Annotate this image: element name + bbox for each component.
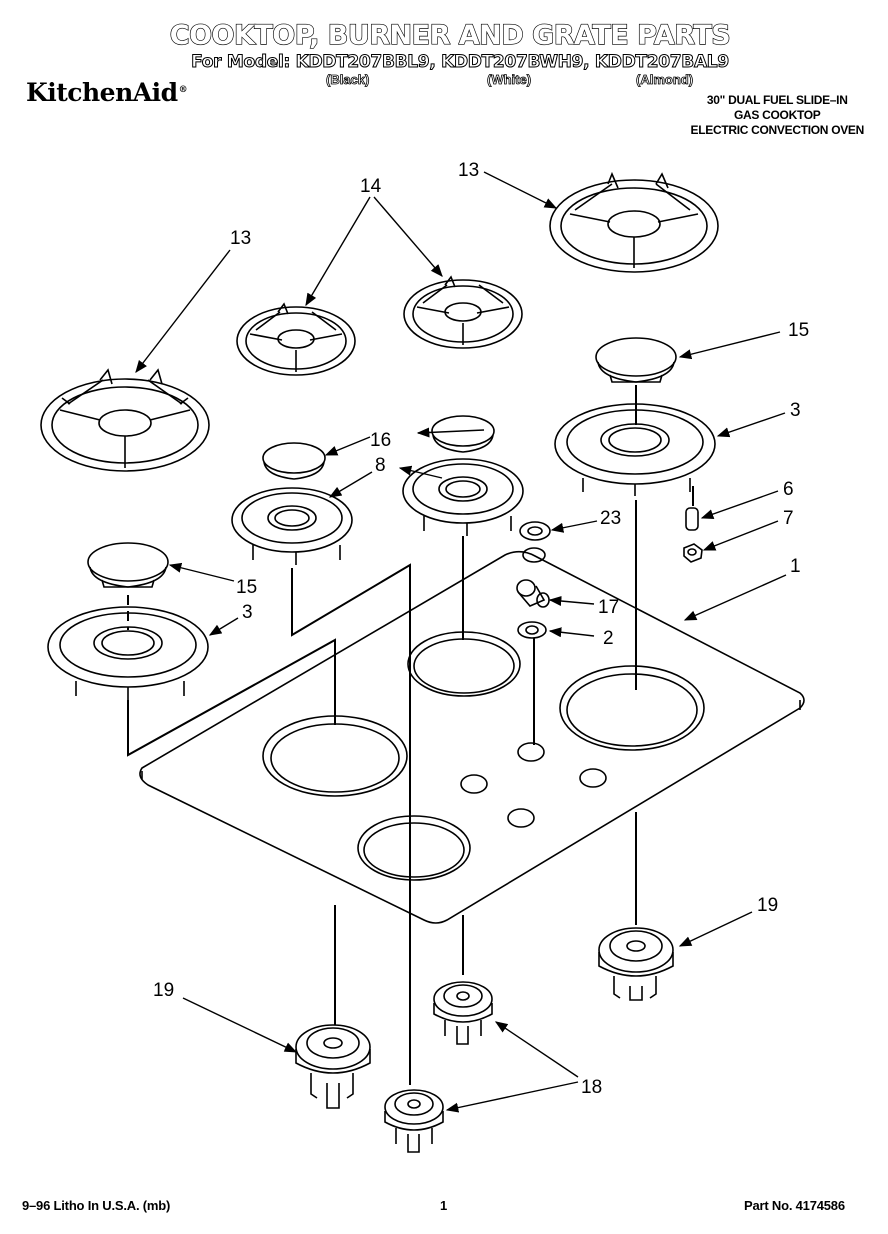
callout-numbers: 13 14 13 15 3 16 8 6 7 23 1 17 2 15 3 19…: [153, 160, 809, 1098]
description-line-1: 30" DUAL FUEL SLIDE–IN: [706, 93, 848, 107]
burner-cap-small-center: [431, 415, 495, 453]
brand-logo: KitchenAid®: [26, 78, 188, 107]
grommet-part-23: [519, 521, 551, 563]
description-line-2: GAS COOKTOP: [734, 108, 821, 122]
callout-19-left: 19: [153, 980, 174, 1001]
color-label-white: (White): [487, 72, 532, 88]
callout-13-left: 13: [230, 228, 251, 249]
callout-15-left: 15: [236, 577, 257, 598]
grate-small-right: [403, 275, 523, 349]
grate-large-left: [40, 368, 210, 472]
callout-13-right: 13: [458, 160, 479, 181]
valve-part-17: [516, 579, 550, 608]
callout-8: 8: [375, 455, 386, 476]
callout-14: 14: [360, 176, 382, 197]
callout-1: 1: [790, 556, 801, 577]
page-title: COOKTOP, BURNER AND GRATE PARTS: [169, 19, 731, 51]
callout-18: 18: [581, 1077, 602, 1098]
footer-page-number: 1: [440, 1198, 448, 1213]
description-line-3: ELECTRIC CONVECTION OVEN: [690, 123, 865, 137]
burner-cap-large-left: [87, 542, 169, 588]
product-description: 30" DUAL FUEL SLIDE–IN GAS COOKTOP ELECT…: [690, 93, 865, 138]
callout-7: 7: [783, 508, 794, 529]
model-list: For Model: KDDT207BBL9, KDDT207BWH9, KDD…: [191, 52, 730, 73]
callout-2: 2: [603, 628, 614, 649]
burner-head-19-left: [295, 1024, 371, 1109]
grate-large-right: [549, 171, 719, 273]
burner-head-18-center: [433, 981, 493, 1045]
burner-cap-small-left: [262, 442, 326, 480]
burner-hole-right: [559, 665, 705, 751]
color-label-black: (Black): [326, 72, 370, 88]
burner-base-large-left: [47, 606, 209, 700]
callout-19-right: 19: [757, 895, 778, 916]
callout-3-right: 3: [790, 400, 801, 421]
cooktop-panel: [139, 550, 805, 924]
leader-arrows: [135, 171, 787, 1113]
spacer-part-6: [685, 507, 699, 531]
burner-cap-large-right: [595, 337, 677, 383]
burner-hole-left-rear: [262, 715, 408, 797]
burner-base-small-left: [231, 487, 353, 565]
callout-15-right: 15: [788, 320, 809, 341]
callout-6: 6: [783, 479, 794, 500]
grate-small-left: [236, 302, 356, 376]
footer-part-number: Part No. 4174586: [744, 1198, 845, 1213]
alignment-lines: [127, 385, 694, 1085]
callout-16: 16: [370, 430, 391, 451]
color-label-almond: (Almond): [636, 72, 694, 88]
callout-3-left: 3: [242, 602, 253, 623]
callout-23: 23: [600, 508, 621, 529]
burner-base-small-center: [402, 458, 524, 536]
footer-litho: 9–96 Litho In U.S.A. (mb): [22, 1198, 171, 1213]
burner-head-19-right: [598, 927, 674, 1001]
callout-17: 17: [598, 597, 619, 618]
burner-hole-front: [357, 815, 471, 881]
washer-part-2: [517, 621, 547, 639]
burner-hole-center-rear: [407, 631, 521, 697]
nut-part-7: [683, 543, 703, 563]
burner-head-18-front: [384, 1089, 444, 1153]
